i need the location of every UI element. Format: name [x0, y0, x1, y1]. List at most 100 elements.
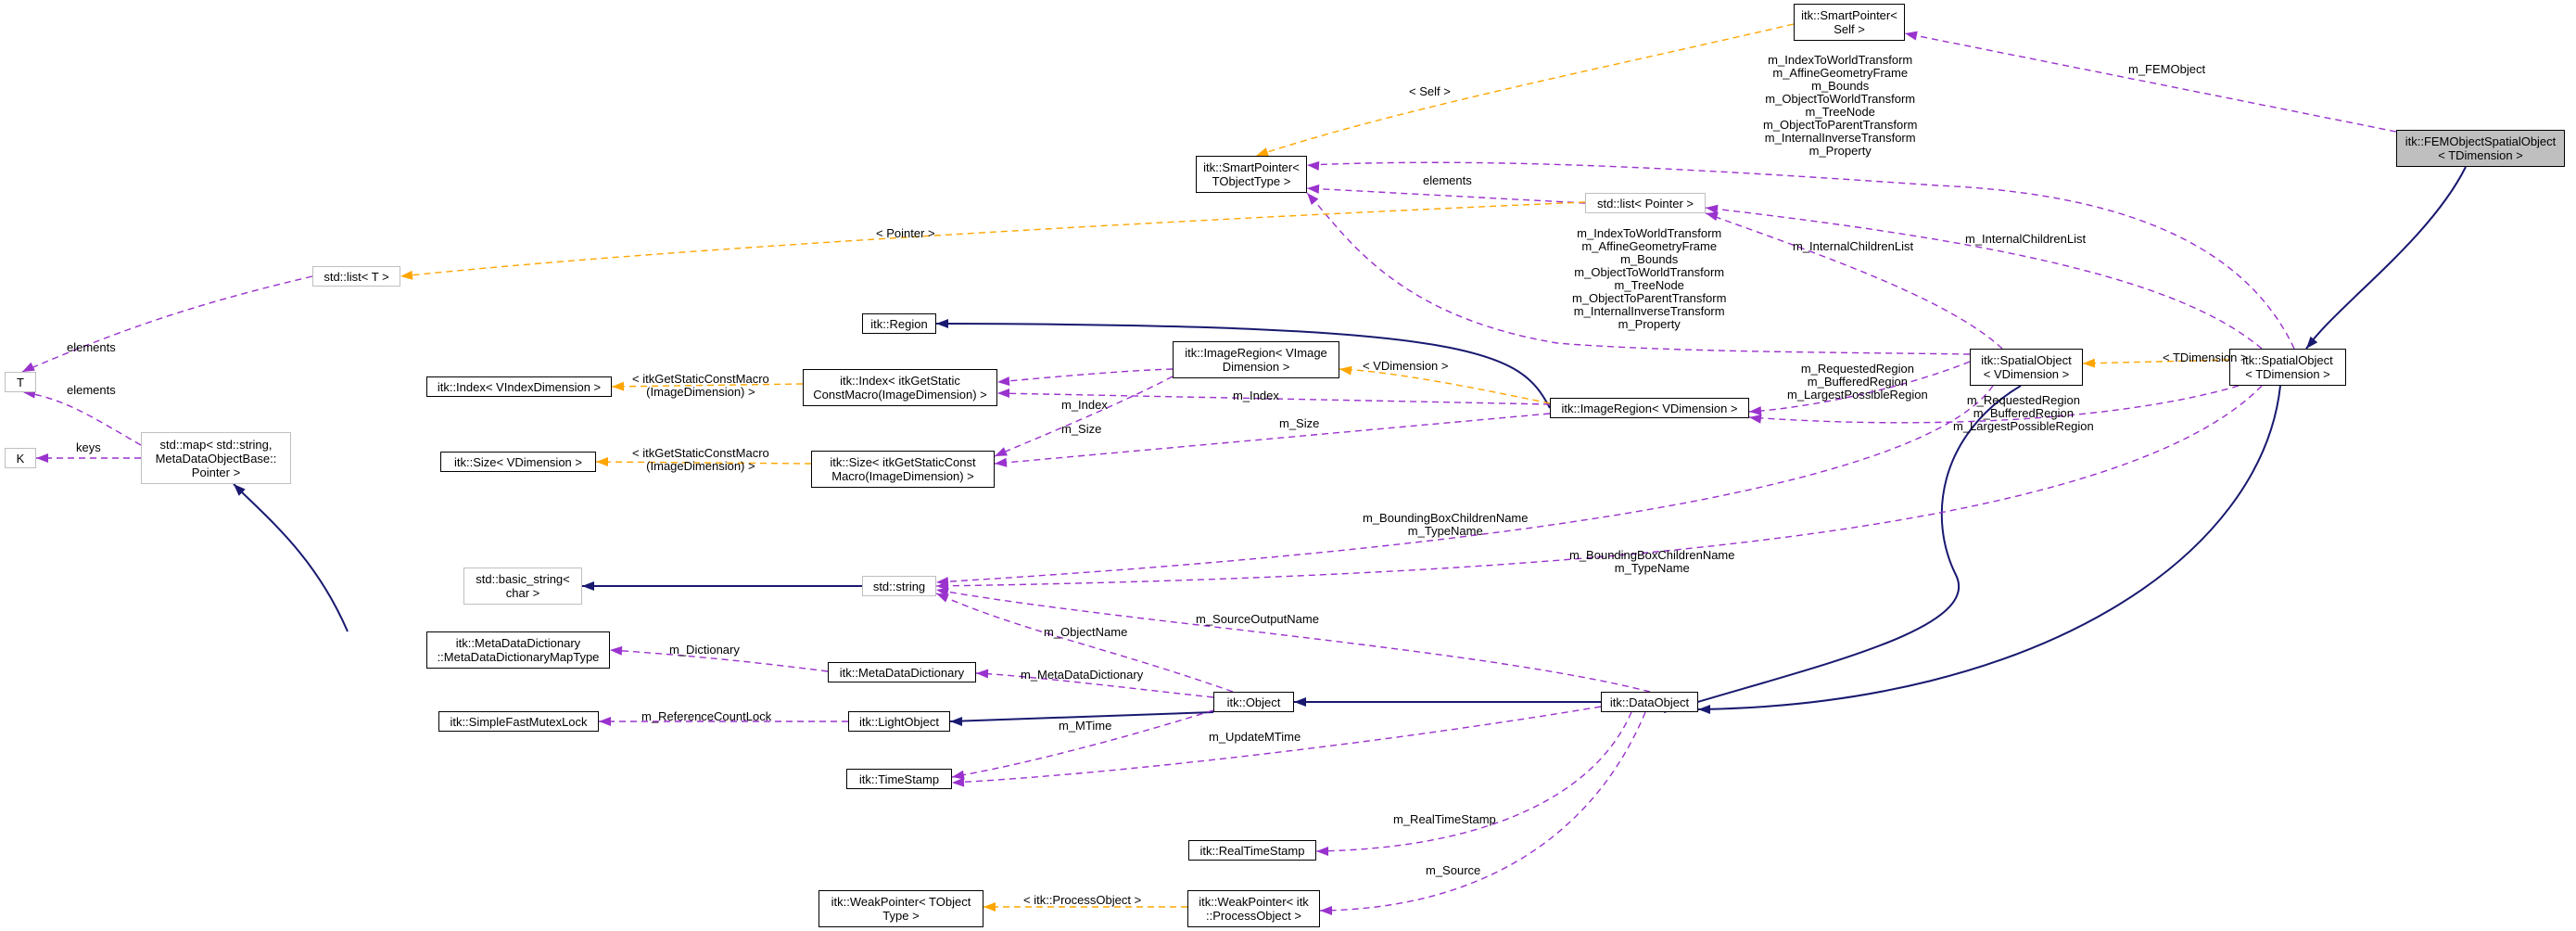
arrowhead: [1320, 906, 1332, 915]
class-node-label: Self >: [1834, 22, 1865, 36]
inheritance-edge: [949, 711, 1214, 722]
edge-label-line: elements: [1423, 173, 1472, 187]
edge-label-femobject: m_FEMObject: [2128, 63, 2205, 76]
class-node-object[interactable]: itk::Object: [1213, 692, 1294, 712]
template-edge: [1339, 368, 1551, 404]
edge-label-line: m_Source: [1426, 863, 1481, 877]
class-node-list-ptr[interactable]: std::list< Pointer >: [1585, 193, 1706, 213]
usage-edge: [1315, 711, 1632, 852]
edge-label-line: m_InternalInverseTransform: [1764, 131, 1916, 145]
class-node-weak-po[interactable]: itk::WeakPointer< itk::ProcessObject >: [1187, 890, 1320, 927]
inheritance-edge: [1697, 385, 2281, 710]
edge-label-line: < itkGetStaticConstMacro: [632, 446, 769, 460]
class-node-label: itk::WeakPointer< itk: [1199, 895, 1309, 909]
arrowhead: [995, 457, 1008, 467]
class-node-lock[interactable]: itk::SimpleFastMutexLock: [438, 711, 599, 732]
class-node-list-t[interactable]: std::list< T >: [312, 266, 400, 287]
class-node-mdd[interactable]: itk::MetaDataDictionary: [828, 662, 976, 682]
template-edge: [400, 201, 1586, 277]
class-node-label: itk::MetaDataDictionary: [455, 636, 581, 650]
class-node-spatial-t[interactable]: itk::SpatialObject< TDimension >: [2229, 349, 2346, 386]
usage-edge: [935, 593, 1234, 693]
class-node-dataobject[interactable]: itk::DataObject: [1601, 692, 1698, 712]
arrowhead: [610, 645, 623, 656]
class-node-sptr-obj[interactable]: itk::SmartPointer<TObjectType >: [1196, 156, 1307, 193]
edge-label-line: < VDimension >: [1363, 359, 1449, 373]
class-node-region[interactable]: itk::Region: [862, 313, 936, 334]
edge-label-line: m_TreeNode: [1614, 278, 1684, 292]
edge-label-line: m_FEMObject: [2128, 62, 2206, 76]
class-node-label: itk::FEMObjectSpatialObject: [2405, 134, 2557, 148]
class-node-label: itk::Object: [1226, 695, 1281, 709]
class-node-basic-string[interactable]: std::basic_string<char >: [463, 568, 582, 605]
edge-label-m-index-b: m_Index: [1233, 389, 1279, 402]
edge-label-line: keys: [76, 440, 101, 454]
class-node-label: < TDimension >: [2245, 367, 2330, 381]
class-node-realtime[interactable]: itk::RealTimeStamp: [1188, 840, 1316, 861]
class-node-label: std::basic_string<: [476, 572, 570, 586]
edge-label-line: < Self >: [1409, 84, 1451, 98]
class-node-size-v[interactable]: itk::Size< VDimension >: [440, 452, 596, 472]
class-node-index-v[interactable]: itk::Index< VIndexDimension >: [426, 376, 612, 397]
edge-label-line: m_Dictionary: [669, 643, 740, 657]
arrowhead: [582, 581, 594, 591]
class-node-label: < TDimension >: [2438, 148, 2523, 162]
edge-label-line: m_ObjectToWorldTransform: [1765, 92, 1916, 106]
class-node-string[interactable]: std::string: [862, 576, 936, 596]
arrowhead: [1706, 211, 1719, 222]
usage-edge: [1306, 192, 1971, 355]
class-node-mdd-type[interactable]: itk::MetaDataDictionary::MetaDataDiction…: [426, 631, 610, 669]
usage-edge: [1319, 711, 1646, 912]
edge-label-line: m_TypeName: [1614, 561, 1690, 575]
edge-label-line: (ImageDimension) >: [646, 459, 755, 473]
edge-label-m-size-b: m_Size: [1279, 417, 1319, 430]
class-node-label: itk::WeakPointer< TObject: [831, 895, 971, 909]
edge-label-line: m_BoundingBoxChildrenName: [1569, 548, 1735, 562]
edge-label-line: m_BufferedRegion: [1807, 375, 1908, 389]
class-node-label: ConstMacro(ImageDimension) >: [813, 388, 987, 402]
edge-label-line: m_Property: [1808, 144, 1872, 158]
edge-label-line: m_Index: [1061, 398, 1108, 412]
class-node-label: char >: [505, 586, 540, 600]
class-node-label: Pointer >: [191, 465, 241, 479]
class-node-label: itk::DataObject: [1609, 695, 1690, 709]
class-node-label: itk::Size< itkGetStaticConst: [830, 455, 976, 469]
class-node-timestamp[interactable]: itk::TimeStamp: [846, 769, 952, 789]
edge-label-line: m_TreeNode: [1805, 105, 1875, 119]
edge-label-line: m_LargestPossibleRegion: [1787, 388, 1928, 402]
class-node-t[interactable]: T: [5, 372, 36, 392]
edge-label-line: < itkGetStaticConstMacro: [632, 372, 769, 386]
edge-label-line: m_MTime: [1059, 719, 1112, 733]
class-node-imgreg-vdim[interactable]: itk::ImageRegion< VDimension >: [1550, 398, 1749, 418]
usage-edge: [1705, 207, 2263, 350]
edge-label-m-index-a: m_Index: [1061, 399, 1108, 412]
class-node-map[interactable]: std::map< std::string,MetaDataObjectBase…: [141, 432, 291, 484]
class-node-sptr-self[interactable]: itk::SmartPointer<Self >: [1794, 4, 1905, 41]
class-node-k[interactable]: K: [5, 448, 36, 468]
edge-label-line: < itk::ProcessObject >: [1023, 893, 1142, 907]
edge-label-line: (ImageDimension) >: [646, 385, 755, 399]
arrowhead: [1698, 705, 1710, 714]
class-node-label: itk::RealTimeStamp: [1199, 843, 1305, 858]
usage-edge: [1306, 161, 2295, 350]
edge-label-update-mtime: m_UpdateMTime: [1209, 731, 1301, 744]
class-node-light[interactable]: itk::LightObject: [848, 711, 950, 732]
arrowhead: [22, 362, 35, 372]
edge-label-line: m_Size: [1279, 416, 1320, 430]
edge-label-line: < Pointer >: [876, 226, 935, 240]
arrowhead: [952, 770, 965, 780]
edge-label-line: m_SourceOutputName: [1196, 612, 1319, 626]
class-node-label: itk::SmartPointer<: [1801, 8, 1897, 22]
edge-label-realtime: m_RealTimeStamp: [1393, 813, 1496, 826]
edge-label-line: m_InternalChildrenList: [1965, 232, 2087, 246]
arrowhead: [596, 457, 608, 466]
inheritance-edge: [935, 323, 1551, 409]
edge-label-line: m_Index: [1233, 389, 1279, 402]
class-node-spatial-v[interactable]: itk::SpatialObject< VDimension >: [1970, 349, 2083, 386]
class-node-fem[interactable]: itk::FEMObjectSpatialObject< TDimension …: [2396, 130, 2565, 167]
